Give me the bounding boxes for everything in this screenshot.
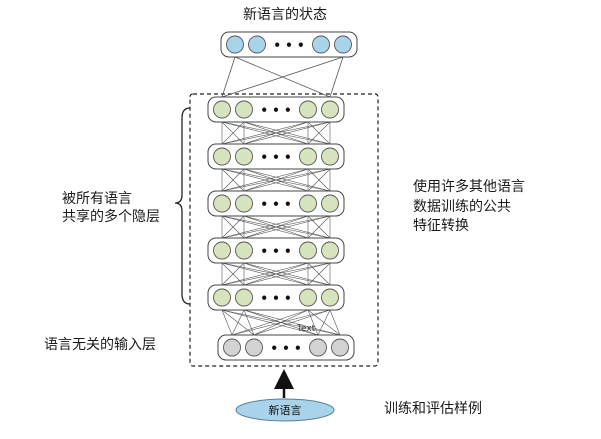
connection-line — [221, 121, 331, 145]
connection-bundle-3 — [221, 168, 331, 192]
hidden-layer-1-node-2 — [235, 100, 253, 119]
hidden-layer-1-ellipsis: • • • — [260, 104, 291, 118]
connection-line — [221, 168, 331, 192]
hidden-layer-2-node-3 — [299, 147, 317, 166]
connection-line — [243, 215, 331, 239]
output-layer-node-1 — [226, 35, 244, 54]
hidden-layer-2: • • • — [207, 143, 345, 170]
input-layer-ellipsis: • • • — [270, 342, 301, 356]
connection-line — [221, 215, 245, 239]
connection-bundle-4 — [221, 215, 331, 239]
output-layer-node-2 — [248, 35, 266, 54]
layer-connections — [221, 56, 344, 336]
hidden-layer-4: • • • — [207, 237, 345, 264]
input-layer: • • • — [217, 334, 355, 361]
right-label-line1: 使用许多其他语言 — [413, 179, 525, 195]
connection-line — [329, 56, 344, 98]
output-layer: • • • — [220, 31, 358, 58]
connection-line — [221, 168, 245, 192]
hidden-layer-3-node-4 — [321, 194, 339, 213]
connection-line — [243, 168, 331, 192]
output-layer-node-4 — [334, 35, 352, 54]
top-title: 新语言的状态 — [243, 7, 327, 23]
connection-line — [317, 309, 331, 336]
output-layer-ellipsis: • • • — [273, 39, 304, 53]
hidden-layer-4-ellipsis: • • • — [260, 245, 291, 259]
hidden-layer-3-node-3 — [299, 194, 317, 213]
connection-line — [307, 262, 331, 286]
connection-line — [221, 262, 245, 286]
connection-line — [221, 56, 236, 98]
connection-line — [221, 215, 309, 239]
connection-line — [221, 121, 309, 145]
hidden-layer-3-node-2 — [235, 194, 253, 213]
input-layer-node-3 — [309, 338, 327, 357]
hidden-layer-1-node-1 — [213, 100, 231, 119]
layers: • • • • • • • • • • • • • • • • • • • • • — [207, 31, 358, 361]
left-brace — [174, 107, 191, 305]
input-layer-node-2 — [245, 338, 263, 357]
hidden-layer-5-node-2 — [235, 288, 253, 307]
hidden-layer-4-node-4 — [321, 241, 339, 260]
hidden-layer-5-node-1 — [213, 288, 231, 307]
hidden-layer-1: • • • — [207, 96, 345, 123]
hidden-layer-4-node-3 — [299, 241, 317, 260]
hidden-layer-5: • • • — [207, 284, 345, 311]
text-annotation: Text — [296, 324, 316, 334]
connection-line — [221, 168, 309, 192]
hidden-layer-4-node-1 — [213, 241, 231, 260]
connection-line — [221, 262, 331, 286]
connection-line — [243, 262, 331, 286]
connection-bundle-2 — [221, 121, 331, 145]
output-layer-node-3 — [312, 35, 330, 54]
hidden-layer-3-node-1 — [213, 194, 231, 213]
connection-bundle-6 — [221, 309, 341, 336]
hidden-layer-2-node-1 — [213, 147, 231, 166]
connection-line — [243, 309, 255, 336]
connection-line — [243, 121, 331, 145]
hidden-layer-5-node-4 — [321, 288, 339, 307]
connection-line — [307, 309, 319, 336]
hidden-layer-3: • • • — [207, 190, 345, 217]
connection-line — [307, 121, 331, 145]
connection-line — [231, 309, 331, 336]
hidden-layer-3-ellipsis: • • • — [260, 198, 291, 212]
left-label-shared-hidden-line2: 共享的多个隐层 — [62, 209, 160, 225]
right-label-line2: 数据训练的公共 — [413, 199, 511, 215]
connection-line — [231, 309, 245, 336]
hidden-layer-2-ellipsis: • • • — [260, 151, 291, 165]
hidden-layer-5-node-3 — [299, 288, 317, 307]
connection-line — [221, 215, 331, 239]
input-layer-node-1 — [223, 338, 241, 357]
connection-bundle-5 — [221, 262, 331, 286]
hidden-layer-1-node-3 — [299, 100, 317, 119]
hidden-layer-2-node-2 — [235, 147, 253, 166]
new-language-label: 新语言 — [269, 403, 302, 417]
bottom-right-label: 训练和评估样例 — [384, 401, 482, 417]
shared-layers-dashed-box — [189, 93, 379, 367]
new-language-ellipse — [235, 398, 335, 422]
hidden-layer-1-node-4 — [321, 100, 339, 119]
connection-bundle-1 — [221, 56, 344, 98]
connection-line — [221, 56, 344, 98]
connection-line — [307, 215, 331, 239]
connection-line — [307, 168, 331, 192]
hidden-layer-4-node-2 — [235, 241, 253, 260]
right-label-line3: 特征转换 — [413, 218, 469, 234]
connection-line — [221, 262, 309, 286]
input-layer-node-4 — [331, 338, 349, 357]
hidden-layer-2-node-4 — [321, 147, 339, 166]
connection-line — [253, 309, 331, 336]
connection-line — [329, 309, 341, 336]
left-label-input-layer: 语言无关的输入层 — [44, 337, 156, 353]
left-label-shared-hidden-line1: 被所有语言 — [62, 191, 132, 207]
connection-line — [231, 309, 309, 336]
hidden-layer-5-ellipsis: • • • — [260, 292, 291, 306]
connection-line — [221, 121, 245, 145]
connection-line — [221, 309, 233, 336]
